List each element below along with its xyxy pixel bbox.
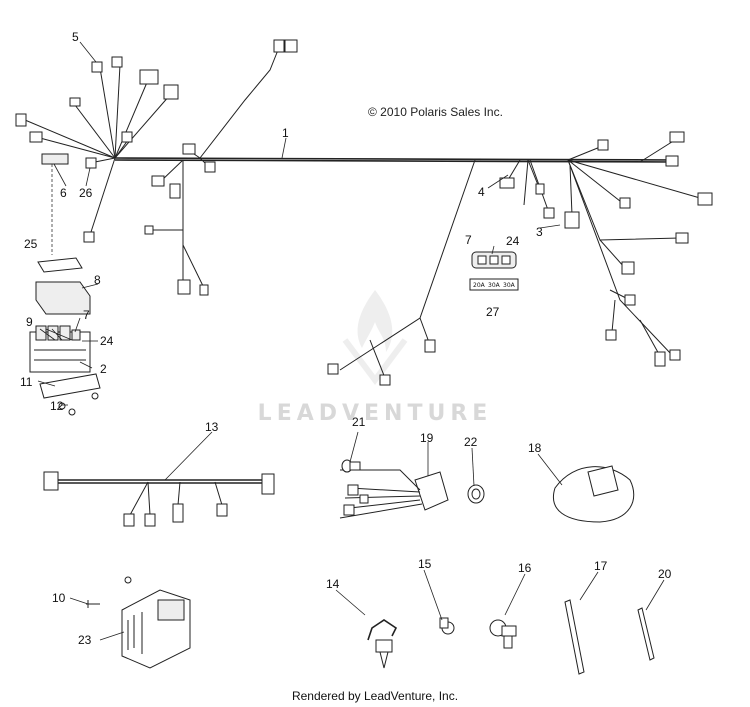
- connector: [29, 131, 43, 143]
- connector: [163, 84, 179, 100]
- part-12-screws: [58, 392, 99, 416]
- connector: [121, 131, 133, 143]
- part-21-bolt: [341, 459, 361, 473]
- connector: [169, 183, 181, 199]
- callout-4: 4: [478, 185, 485, 199]
- connector: [139, 69, 159, 85]
- connector: [151, 175, 165, 187]
- part-6-connector: [41, 153, 69, 165]
- part-19-module: [339, 469, 449, 519]
- part-26-relay: [85, 157, 97, 169]
- connector: [675, 232, 689, 244]
- connector: [654, 351, 666, 367]
- connector: [499, 177, 515, 189]
- connector: [543, 207, 555, 219]
- callout-8: 8: [94, 273, 101, 287]
- connector: [669, 349, 681, 361]
- connector: [204, 161, 216, 173]
- callout-25: 25: [24, 237, 38, 251]
- part-7-24-fuse-holder: [471, 251, 517, 269]
- connector: [111, 56, 123, 68]
- connector: [199, 284, 209, 296]
- connector: [91, 61, 103, 73]
- callout-5: 5: [72, 30, 79, 44]
- callout-21: 21: [352, 415, 366, 429]
- callout-16: 16: [518, 561, 532, 575]
- connector: [597, 139, 609, 151]
- part-11-bracket: [39, 373, 101, 399]
- callout-17: 17: [594, 559, 608, 573]
- callout-7b: 7: [83, 308, 90, 322]
- connector: [83, 231, 95, 243]
- part-15-clamp: [439, 617, 455, 635]
- part-13-harness: [43, 471, 275, 527]
- footer-text: Rendered by LeadVenture, Inc.: [292, 689, 458, 703]
- connector: [535, 183, 545, 195]
- callout-12: 12: [50, 399, 64, 413]
- connector: [424, 339, 436, 353]
- callout-20: 20: [658, 567, 672, 581]
- connector: [665, 155, 679, 167]
- callout-18: 18: [528, 441, 542, 455]
- callout-3: 3: [536, 225, 543, 239]
- callout-6: 6: [60, 186, 67, 200]
- callouts: 1 2 3 4 5 6 7 7 8 9 10 11 12 13 14 15 16…: [20, 30, 672, 647]
- fuse-label-1: 20A: [473, 282, 486, 289]
- callout-9: 9: [26, 315, 33, 329]
- callout-23: 23: [78, 633, 92, 647]
- connector: [284, 39, 298, 53]
- part-2-fuse-box: [29, 325, 91, 373]
- fuse-label-3: 30A: [503, 282, 516, 289]
- callout-15: 15: [418, 557, 432, 571]
- connector: [379, 374, 391, 386]
- connector: [669, 131, 685, 143]
- connector: [605, 329, 617, 341]
- connector: [564, 211, 580, 229]
- callout-24a: 24: [506, 234, 520, 248]
- callout-19: 19: [420, 431, 434, 445]
- callout-22: 22: [464, 435, 478, 449]
- callout-7a: 7: [465, 233, 472, 247]
- fuse-label-2: 30A: [488, 282, 501, 289]
- connector: [69, 97, 81, 107]
- watermark-logo: [342, 290, 408, 385]
- callout-11: 11: [20, 375, 33, 389]
- connector: [273, 39, 285, 53]
- callout-13: 13: [205, 420, 219, 434]
- callout-26: 26: [79, 186, 93, 200]
- leader-lines: [37, 41, 665, 641]
- part-25-plate: [37, 257, 83, 273]
- part-23-module: [121, 589, 191, 669]
- part-20-cable-tie: [637, 607, 655, 661]
- part-22-grommet: [467, 484, 485, 504]
- connector: [15, 113, 27, 127]
- connector: [327, 363, 339, 375]
- part-14-clip: [367, 619, 398, 669]
- copyright-text: © 2010 Polaris Sales Inc.: [368, 105, 503, 119]
- connector: [624, 294, 636, 306]
- callout-10: 10: [52, 591, 66, 605]
- connector: [619, 197, 631, 209]
- part-8-cover: [35, 281, 91, 315]
- callout-14: 14: [326, 577, 340, 591]
- connector: [177, 279, 191, 295]
- callout-24b: 24: [100, 334, 114, 348]
- connector: [621, 261, 635, 275]
- connector: [182, 143, 196, 155]
- part-17-cable-tie: [564, 599, 585, 675]
- part-27-fuse-label: 20A 30A 30A: [469, 278, 519, 291]
- connector: [144, 225, 154, 235]
- part-18-boot: [553, 465, 635, 523]
- callout-2: 2: [100, 362, 107, 376]
- callout-27: 27: [486, 305, 500, 319]
- harness-connectors: [15, 39, 713, 386]
- callout-1: 1: [282, 126, 289, 140]
- part-10-screw: [86, 576, 132, 608]
- connector: [697, 192, 713, 206]
- part-16-clamp: [489, 619, 517, 649]
- watermark-text: LEADVENTURE: [258, 401, 493, 426]
